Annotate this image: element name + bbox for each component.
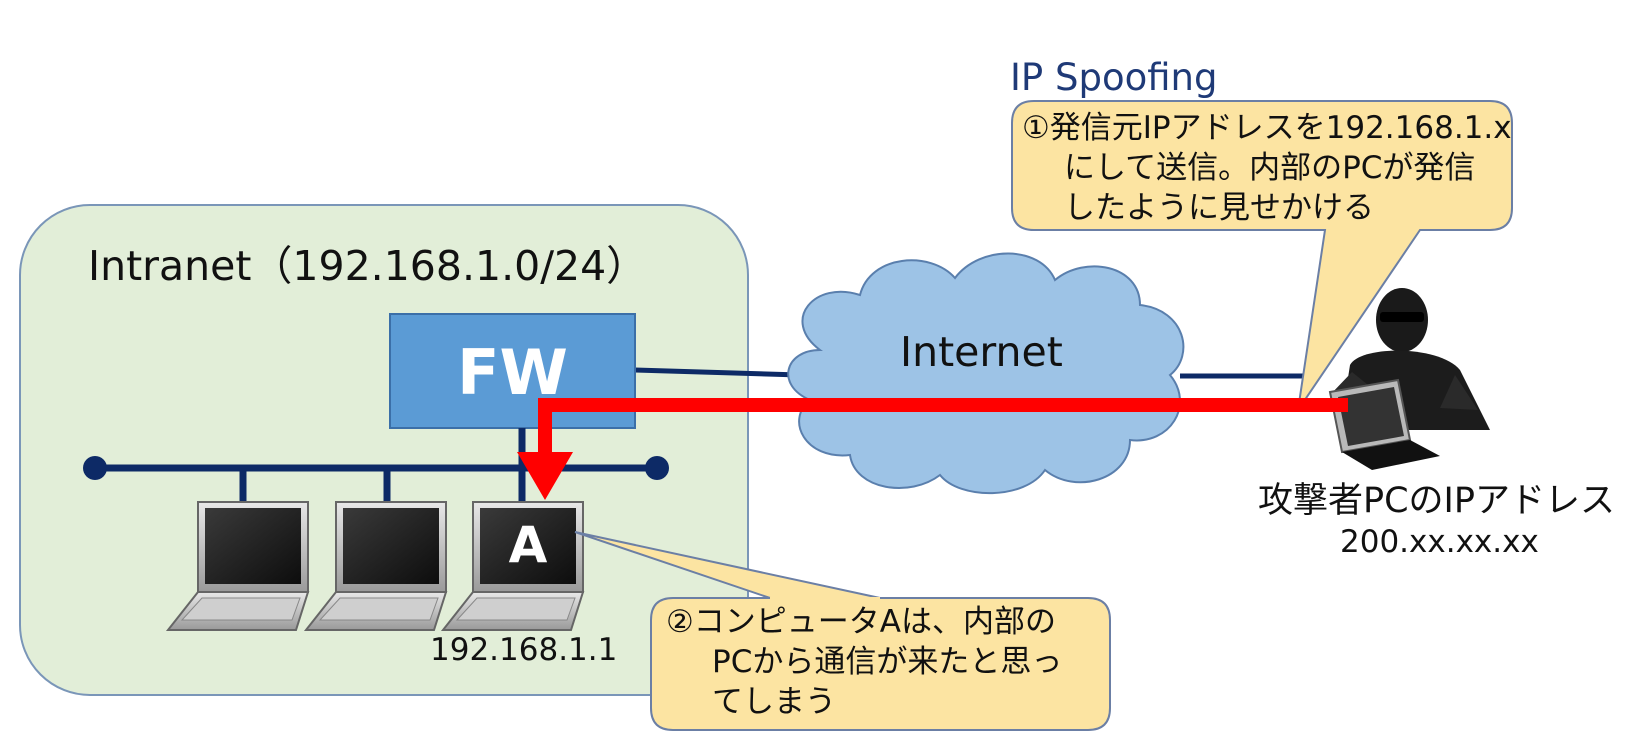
attacker-label: 攻撃者PCのIPアドレス [1258,481,1615,521]
intranet-label: Intranet（192.168.1.0/24） [88,242,648,290]
callout-victim-line-3: てしまう [712,684,836,720]
fw-internet-link [633,367,801,378]
laptop-2 [303,501,448,631]
attacker-figure [1328,288,1490,470]
attacker-ip: 200.xx.xx.xx [1340,524,1539,560]
spoofed-packet-arrowhead [517,452,573,500]
callout-victim-line-1: ②コンピュータAは、内部の [666,604,1056,640]
diagram-title: IP Spoofing [1010,56,1218,99]
callout-attacker-line-1: ①発信元IPアドレスを192.168.1.x [1022,110,1512,146]
callout-attacker-line-3: したように見せかける [1064,190,1374,226]
callout-attacker-line-2: にして送信。内部のPCが発信 [1064,150,1476,186]
callout-attacker-shape [1011,100,1513,411]
host-a-ip: 192.168.1.1 [430,632,618,668]
bus-endpoint-right [645,456,669,480]
bus-endpoint-left [83,456,107,480]
internet-label: Internet [900,328,1063,376]
fw-label: FW [457,336,568,409]
laptop-1 [165,501,310,631]
callout-victim-line-2: PCから通信が来たと思っ [712,644,1063,680]
host-a-label: A [508,516,548,574]
laptop-a [440,501,585,631]
internet-cloud [787,252,1185,495]
spoofed-packet-path [538,398,1348,455]
